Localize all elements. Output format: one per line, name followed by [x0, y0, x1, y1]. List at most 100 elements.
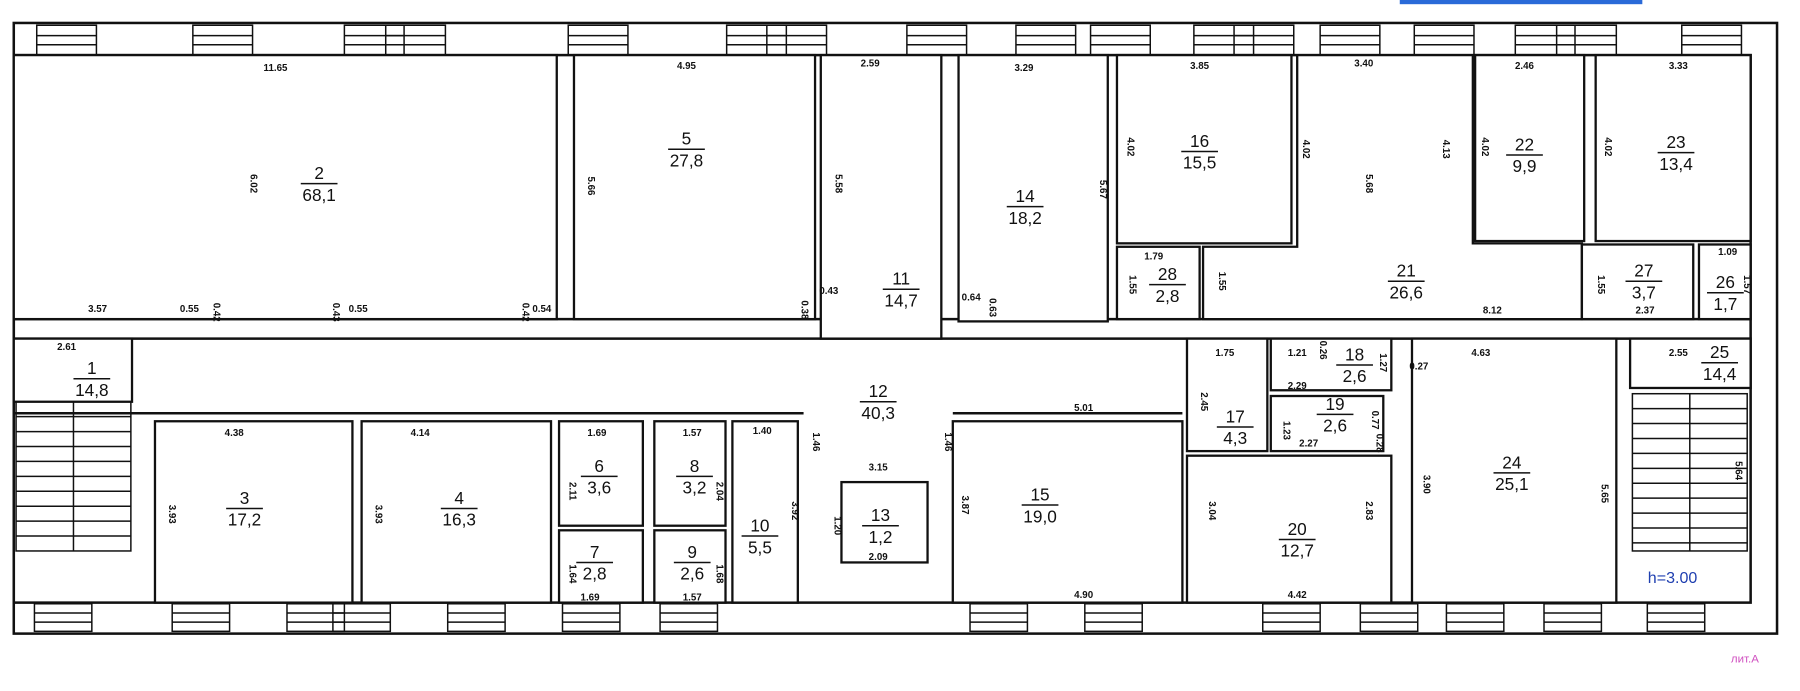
- room-3: 317,24.383.93: [153, 420, 354, 604]
- window-icon: [766, 24, 828, 56]
- window-icon: [567, 24, 629, 56]
- room-number: 13: [871, 505, 890, 525]
- room-outline: [731, 420, 799, 604]
- room-area: 40,3: [861, 403, 894, 423]
- window-icon: [332, 603, 392, 633]
- dimension-label: 4.38: [225, 428, 245, 439]
- dimension-label: 3.90: [1420, 475, 1431, 495]
- room-area: 14,4: [1703, 364, 1737, 384]
- dimension-label: 5.65: [1598, 484, 1609, 504]
- dimension-label: 4.02: [1602, 137, 1613, 157]
- window-icon: [969, 603, 1029, 633]
- ceiling-height-note: h=3.00: [1648, 569, 1698, 587]
- room-27: 273,71.552.37: [1580, 243, 1695, 321]
- window-icon: [1233, 24, 1295, 56]
- dimension-label: 1.55: [1595, 275, 1606, 295]
- dimension-label: 5.01: [1074, 403, 1094, 414]
- room-outline: [653, 529, 727, 604]
- window-icon: [384, 24, 447, 56]
- window-icon: [659, 603, 719, 633]
- dimension-label: 1.40: [753, 426, 773, 437]
- dimension-label: 1.46: [810, 432, 821, 452]
- room-outline: [1473, 53, 1586, 243]
- room-number: 19: [1326, 394, 1345, 414]
- room-number: 28: [1158, 264, 1177, 284]
- room-outline: [957, 53, 1109, 323]
- room-28: 282,81.791.55: [1115, 245, 1201, 321]
- left-staircase: [15, 400, 132, 552]
- room-number: 12: [869, 381, 888, 401]
- dimension-label: 5.68: [1363, 174, 1374, 194]
- room-area: 9,9: [1513, 156, 1537, 176]
- room-4: 416,34.143.93: [360, 420, 553, 604]
- room-13: 131,21.202.09: [832, 480, 929, 564]
- room-area: 2,6: [1323, 416, 1347, 436]
- room-area: 27,8: [670, 150, 703, 170]
- window-icon: [1193, 24, 1255, 56]
- dimension-label: 2.59: [861, 59, 881, 70]
- room-number: 22: [1515, 134, 1534, 154]
- window-icon: [171, 603, 231, 633]
- dimension-label: 4.42: [1288, 590, 1308, 601]
- room-outline: [1269, 394, 1385, 453]
- dimension-label: 1.68: [713, 564, 724, 584]
- dimension-label: 2.27: [1299, 439, 1318, 450]
- room-area: 26,6: [1390, 282, 1423, 302]
- window-icon: [1445, 603, 1505, 633]
- room-area: 12,7: [1280, 541, 1313, 561]
- room-number: 10: [750, 515, 769, 535]
- room-area: 2,8: [1156, 286, 1180, 306]
- room-number: 16: [1190, 131, 1209, 151]
- window-icon: [1359, 603, 1419, 633]
- room-outline: [360, 420, 553, 604]
- room-area: 18,2: [1008, 208, 1041, 228]
- room-7: 72,81.691.64: [557, 529, 645, 604]
- room-number: 27: [1634, 261, 1653, 281]
- room-area: 17,2: [228, 510, 261, 530]
- dimension-label: 3.92: [789, 501, 800, 521]
- dimension-label: 2.11: [566, 482, 577, 501]
- window-icon: [1646, 603, 1706, 633]
- dimension-label: 4.63: [1471, 348, 1491, 359]
- dimension-label: 0.54: [532, 304, 552, 315]
- room-number: 6: [594, 456, 604, 476]
- dimension-label: 0.77: [1369, 411, 1380, 430]
- dimension-label: 0.55: [180, 304, 200, 315]
- room-area: 2,6: [680, 564, 704, 584]
- room-10: 105,51.403.92: [731, 420, 800, 604]
- dimension-label: 4.14: [411, 428, 431, 439]
- window-icon: [192, 24, 254, 56]
- window-icon: [446, 603, 506, 633]
- room-outline: [653, 420, 727, 527]
- dimension-label: 3.87: [959, 496, 970, 515]
- room-26: 261,71.091.57: [1697, 243, 1752, 321]
- room-outline: [1410, 337, 1618, 604]
- building-letter-label: лит.А: [1731, 653, 1759, 665]
- dimension-label: 1.55: [1127, 275, 1138, 295]
- dimension-label: 0.27: [1409, 362, 1428, 373]
- dimension-label: 5.58: [833, 174, 844, 194]
- dimension-label: 3.93: [166, 505, 177, 525]
- room-number: 11: [892, 269, 910, 289]
- room-number: 20: [1288, 519, 1307, 539]
- room-5: 527,84.955.66: [572, 53, 817, 321]
- room-outline: [1185, 337, 1269, 453]
- window-icon: [286, 603, 346, 633]
- window-icon: [906, 24, 968, 56]
- window-icon: [1681, 24, 1743, 56]
- dimension-label: 3.33: [1669, 61, 1689, 72]
- dimension-label: 2.61: [57, 342, 77, 353]
- room-outline: [1580, 243, 1695, 321]
- room-area: 3,2: [683, 478, 707, 498]
- dimension-label: 3.57: [88, 304, 107, 315]
- room-area: 2,6: [1343, 366, 1367, 386]
- room-outline: [1594, 53, 1752, 243]
- dimension-label: 0.43: [330, 303, 341, 323]
- dimension-label: 1.27: [1377, 353, 1388, 372]
- dimension-label: 0.64: [962, 293, 982, 304]
